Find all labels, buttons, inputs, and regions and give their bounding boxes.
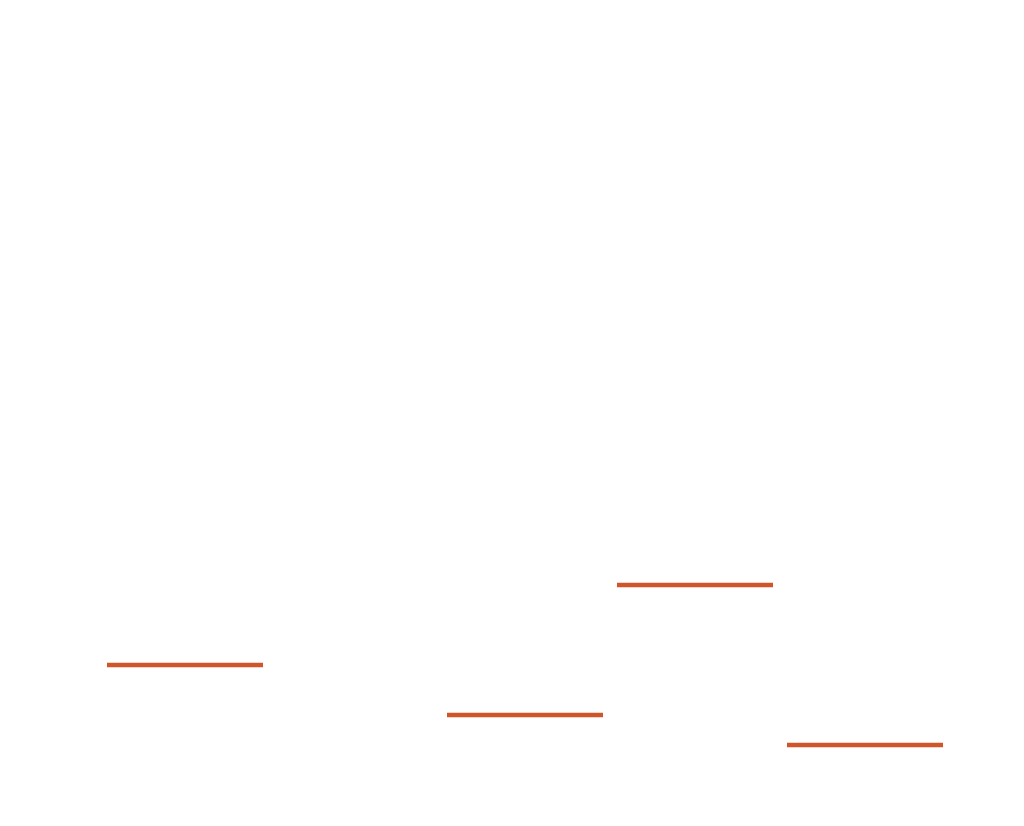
plot-area [107,582,943,748]
